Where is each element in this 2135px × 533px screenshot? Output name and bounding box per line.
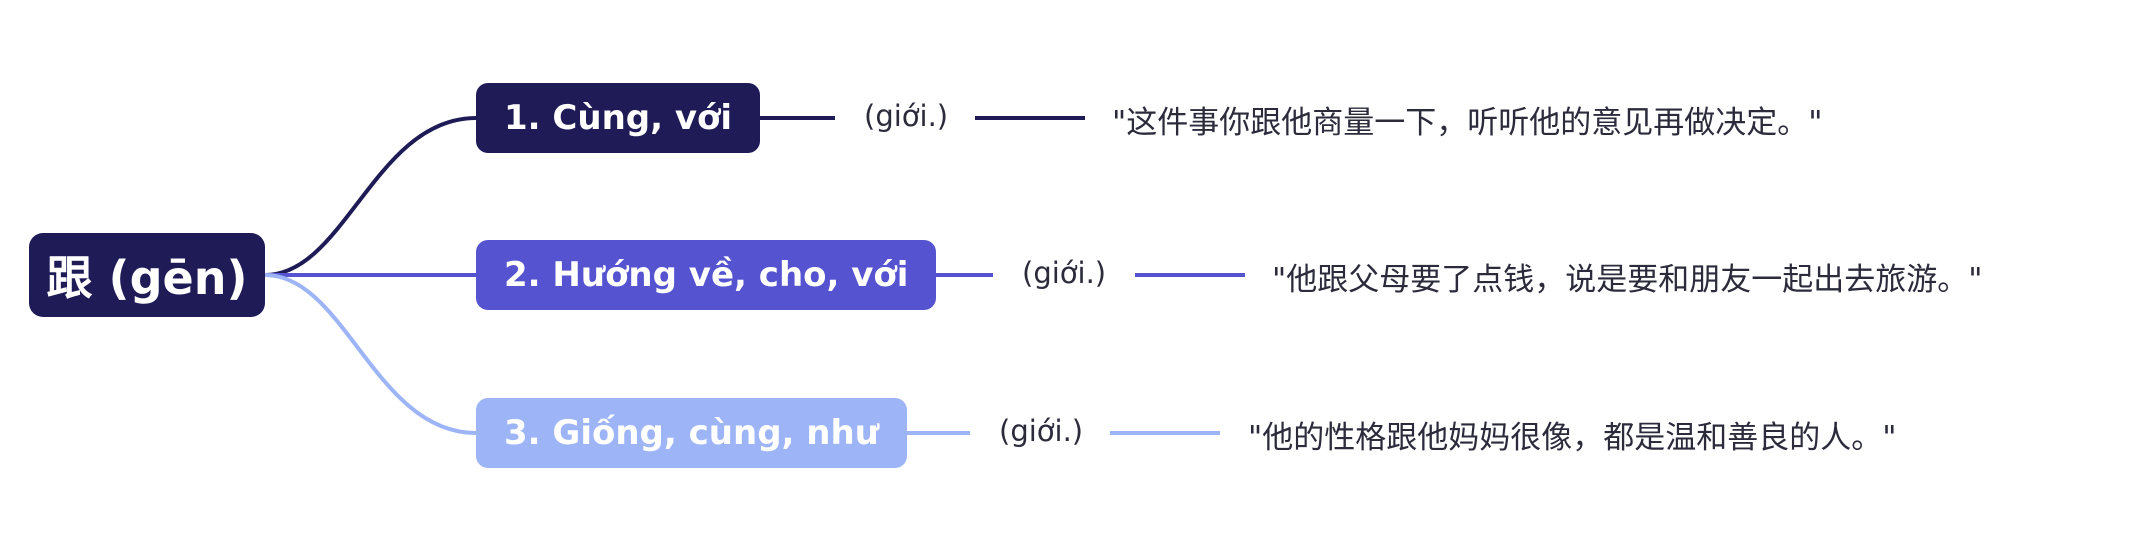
branch-2-example-sentence: "他跟父母要了点钱，说是要和朋友一起出去旅游。" bbox=[1272, 262, 1983, 298]
branch-node-1-label: 1. Cùng, với bbox=[504, 98, 733, 138]
branch-2-pos-tag: (giới.) bbox=[1022, 256, 1107, 290]
root-to-branch-3-connector bbox=[264, 273, 477, 435]
branch-node-2[interactable]: 2. Hướng về, cho, với bbox=[476, 240, 937, 310]
branch-3-pos-tag: (giới.) bbox=[999, 414, 1084, 448]
root-node-label: 跟 (gēn) bbox=[46, 251, 248, 305]
root-to-branch-1-connector bbox=[264, 116, 477, 277]
branch-node-1[interactable]: 1. Cùng, với bbox=[476, 83, 761, 153]
root-node[interactable]: 跟 (gēn) bbox=[29, 233, 265, 317]
branch-1-example-sentence: "这件事你跟他商量一下，听听他的意见再做决定。" bbox=[1112, 105, 1823, 141]
branch-1-pos-tag: (giới.) bbox=[864, 99, 949, 133]
branch-3-example-sentence: "他的性格跟他妈妈很像，都是温和善良的人。" bbox=[1248, 420, 1897, 456]
branch-node-2-label: 2. Hướng về, cho, với bbox=[504, 255, 909, 295]
branch-node-3[interactable]: 3. Giống, cùng, như bbox=[476, 398, 907, 468]
branch-node-3-label: 3. Giống, cùng, như bbox=[504, 413, 879, 453]
